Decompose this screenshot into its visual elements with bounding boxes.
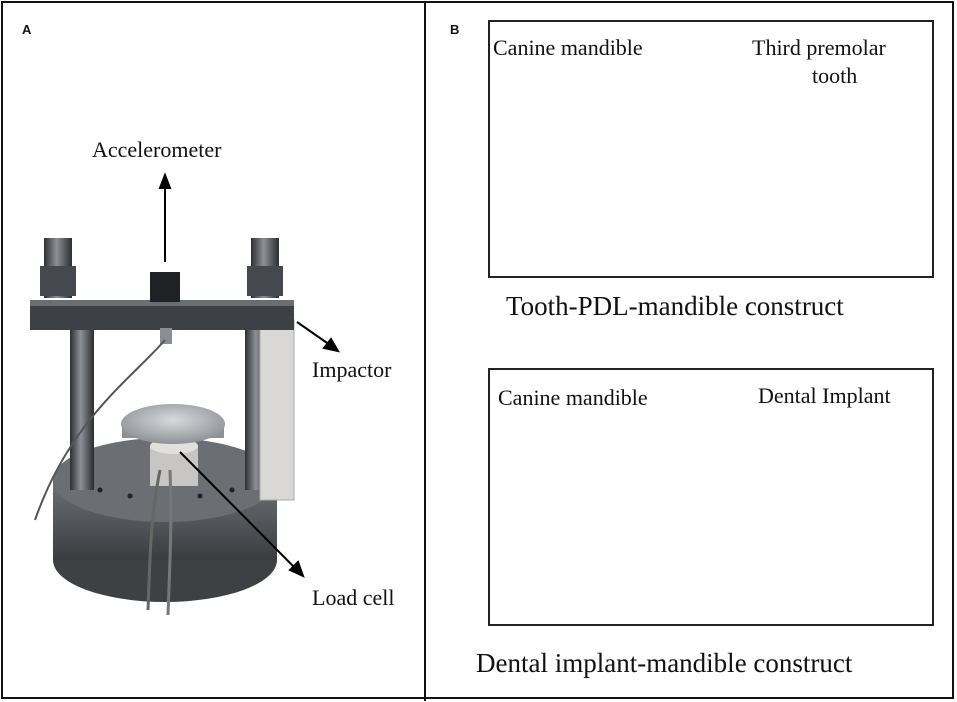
cable [34, 339, 166, 521]
side-plate [259, 319, 295, 501]
impactor-crossbar [30, 272, 294, 344]
arrow-head [158, 172, 172, 189]
arrow-head [322, 337, 341, 353]
load-cell-arrow [179, 451, 296, 569]
base-plate [53, 438, 277, 602]
dental-implant-label: Dental Implant [758, 383, 891, 408]
cable [166, 469, 173, 616]
bottom-caption: Dental implant-mandible construct [476, 648, 853, 678]
panel-divider [424, 1, 426, 701]
panel-a-letter: A [22, 22, 32, 37]
load-cell [121, 404, 225, 486]
tooth-label: tooth [812, 63, 858, 88]
third-premolar-label: Third premolar [752, 35, 886, 60]
impactor-arrow [296, 321, 331, 346]
panel-b-letter: B [450, 22, 460, 37]
top-canine-mandible-label: Canine mandible [493, 35, 643, 60]
impactor-label: Impactor [312, 357, 392, 382]
top-photo-frame [488, 20, 934, 278]
accelerometer-label: Accelerometer [92, 137, 222, 162]
arrow-head [288, 560, 305, 578]
top-caption: Tooth-PDL-mandible construct [506, 291, 844, 321]
cable [146, 469, 162, 611]
load-cell-label: Load cell [312, 585, 395, 610]
bottom-canine-mandible-label: Canine mandible [498, 385, 648, 410]
bottom-photo-frame [488, 368, 934, 626]
